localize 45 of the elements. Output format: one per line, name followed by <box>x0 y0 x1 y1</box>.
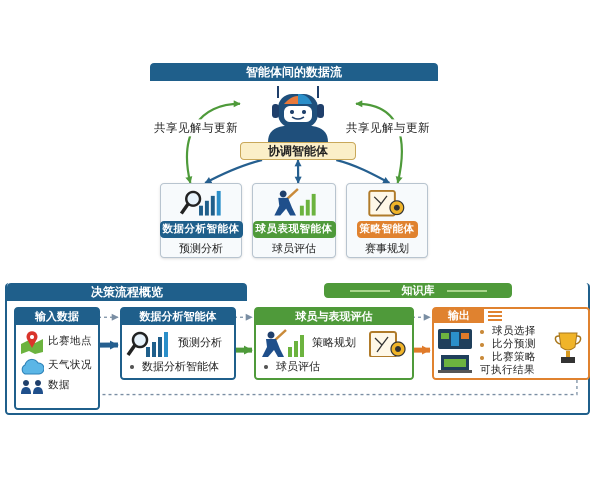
box-header: 输入数据 <box>16 309 98 325</box>
title-banner: 智能体间的数据流 <box>150 63 438 81</box>
input-text: 数据 <box>48 378 70 394</box>
edge-label: 共享见解与更新 <box>152 119 240 137</box>
label-box: 协调智能体 <box>240 142 356 160</box>
step-text: 策略规划 <box>312 334 356 351</box>
arrow <box>204 158 262 184</box>
input-text: 比赛地点 <box>48 334 92 350</box>
arrow <box>412 346 431 355</box>
step-box <box>254 307 414 380</box>
dashed-arrow <box>412 314 431 321</box>
dashed-arrow <box>234 314 253 321</box>
step-text: 预测分析 <box>178 334 222 351</box>
agent-title: 策略智能体 <box>356 220 418 238</box>
output-text: 比赛策略 <box>492 351 536 364</box>
output-text: 比分预测 <box>492 338 536 351</box>
dashed-arrow <box>98 314 119 321</box>
knowledge-band <box>324 283 512 298</box>
arrow <box>336 158 390 184</box>
card-text: 预测分析 <box>179 240 223 256</box>
edge-label: 共享见解与更新 <box>344 119 432 137</box>
agent-title: 数据分析智能体 <box>160 220 242 238</box>
step-box <box>120 307 236 380</box>
input-box <box>14 307 100 410</box>
agent-title: 球员表现智能体 <box>252 220 336 238</box>
output-box <box>432 307 590 380</box>
card-text: 赛事规划 <box>365 240 409 256</box>
process-panel <box>5 283 590 415</box>
box-header: 球员与表现评估 <box>256 309 412 325</box>
agent-card <box>346 183 428 258</box>
output-text: 可执行结果 <box>480 364 536 377</box>
box-header: 输出 <box>434 309 484 323</box>
agent-card <box>252 183 336 258</box>
box-header: 数据分析智能体 <box>122 309 234 325</box>
agent-card <box>160 183 242 258</box>
card-text: 球员评估 <box>272 240 316 256</box>
step-text: 数据分析智能体 <box>142 359 219 375</box>
step-text: 球员评估 <box>276 359 320 375</box>
input-text: 天气状况 <box>48 358 92 374</box>
band-title: 知识库 <box>402 283 434 298</box>
arrow <box>294 159 302 184</box>
panel-header: 决策流程概览 <box>7 283 247 301</box>
arrow <box>234 346 253 355</box>
arrow <box>98 340 119 350</box>
output-text: 球员选择 <box>492 325 536 338</box>
